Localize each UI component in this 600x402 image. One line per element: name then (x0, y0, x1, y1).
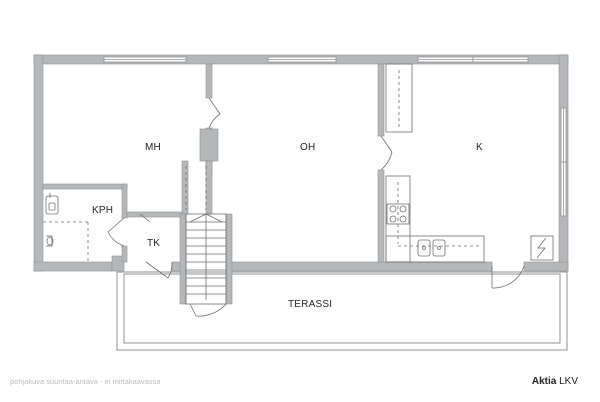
kitchen-counters (385, 63, 485, 263)
stove-icon (386, 203, 410, 225)
windows (103, 56, 567, 217)
room-label-k: K (476, 142, 483, 153)
disclaimer-note: pohjakuva suuntaa-antava - ei mittakaava… (10, 377, 161, 386)
room-label-terassi: TERASSI (288, 299, 333, 310)
room-label-mh: MH (145, 142, 161, 153)
sink-icon (417, 239, 446, 257)
brand-name: Aktia (531, 376, 557, 387)
outer-walls (33, 54, 569, 272)
room-label-kph: KPH (92, 205, 114, 216)
terrace-outline (116, 271, 568, 351)
brand-logo: Aktia LKV (532, 376, 578, 387)
staircase (185, 166, 227, 305)
doors (107, 97, 525, 317)
bathroom-fixtures (43, 193, 89, 262)
electric-panel-icon (530, 235, 554, 261)
interior-walls (42, 63, 385, 305)
brand-suffix: LKV (556, 376, 578, 387)
room-label-tk: TK (147, 238, 161, 249)
room-label-oh: OH (300, 142, 316, 153)
